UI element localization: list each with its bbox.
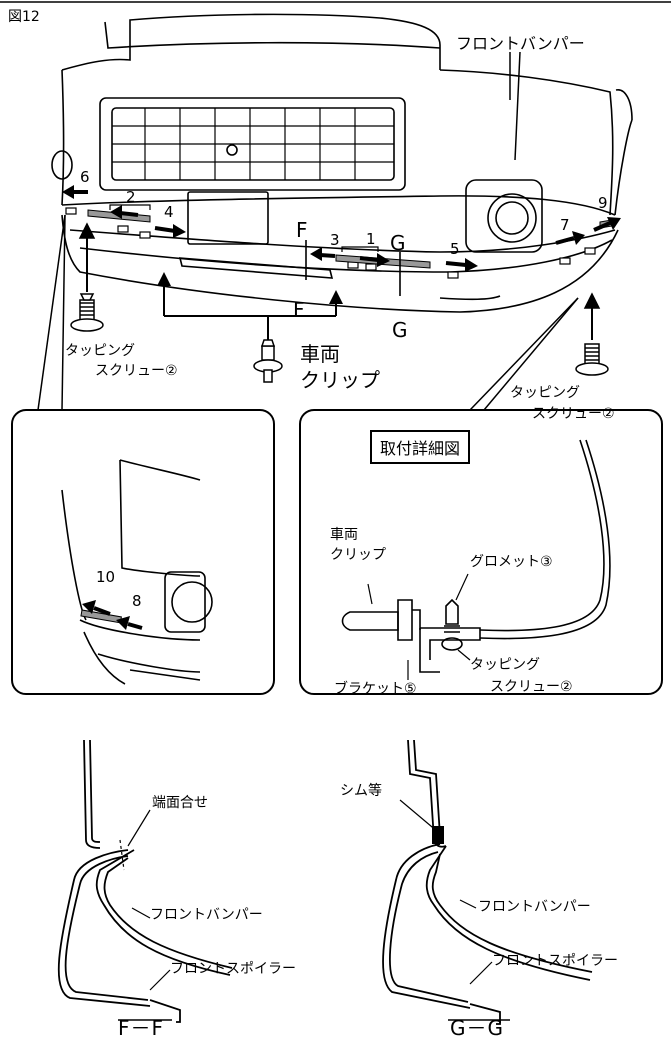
step-10: 10	[96, 568, 116, 586]
step-6: 6	[80, 168, 90, 186]
tapping-screw-right-label-1: タッピング	[510, 385, 580, 401]
detail-vehicle-clip-label-1: 車両	[330, 527, 358, 543]
section-g-bottom-label: G	[392, 318, 408, 342]
step-5: 5	[450, 240, 460, 258]
section-gg-title: G－G	[450, 1016, 504, 1040]
section-gg-drawing	[382, 739, 593, 1025]
figure-label: 図12	[8, 9, 40, 25]
detail-tapping-label-2: スクリュー②	[490, 679, 573, 695]
step-8: 8	[132, 592, 142, 610]
section-f-top-label: F	[296, 218, 308, 242]
direction-arrows	[62, 185, 621, 272]
section-cut-lines	[305, 240, 401, 296]
gg-front-bumper-label: フロントバンパー	[478, 899, 591, 915]
section-g-top-label: G	[390, 231, 406, 255]
step-2: 2	[126, 188, 136, 206]
step-3: 3	[330, 231, 340, 249]
front-bumper-label: フロントバンパー	[456, 34, 585, 53]
right-inset-illustration	[341, 439, 611, 673]
left-inset-box	[11, 409, 275, 695]
detail-bracket-label: ブラケット⑤	[334, 681, 417, 697]
clip-markers	[65, 207, 596, 279]
gg-front-spoiler-label: フロントスポイラー	[492, 953, 618, 969]
tapping-screw-right-label-2: スクリュー②	[532, 406, 615, 422]
tapping-screw-right	[575, 292, 609, 376]
section-f-bottom-label: F	[293, 298, 305, 322]
tapping-screw-left	[70, 222, 104, 332]
vehicle-clip-label-1: 車両	[300, 342, 340, 366]
vehicle-front-illustration	[51, 13, 633, 313]
detail-title: 取付詳細図	[370, 430, 471, 464]
detail-vehicle-clip-label-2: クリップ	[330, 547, 386, 563]
section-ff-title: F－F	[118, 1016, 165, 1040]
ff-front-spoiler-label: フロントスポイラー	[170, 961, 296, 977]
ff-front-bumper-label: フロントバンパー	[150, 907, 263, 923]
gg-shim-label: シム等	[340, 783, 382, 799]
vehicle-clip-arrows	[157, 272, 343, 340]
vehicle-clip-label-2: クリップ	[300, 368, 380, 392]
tapping-screw-left-label-1: タッピング	[65, 343, 135, 359]
step-9: 9	[598, 194, 608, 212]
vehicle-clip-icon	[253, 339, 283, 383]
step-7: 7	[560, 216, 570, 234]
step-1: 1	[366, 230, 376, 248]
section-ff-drawing	[57, 739, 233, 1023]
detail-tapping-label-1: タッピング	[470, 657, 540, 673]
step-4: 4	[164, 203, 174, 221]
detail-grommet-label: グロメット③	[470, 554, 553, 570]
tapping-screw-left-label-2: スクリュー②	[95, 363, 178, 379]
ff-edge-align-label: 端面合せ	[152, 795, 208, 811]
left-inset-illustration	[61, 459, 213, 685]
